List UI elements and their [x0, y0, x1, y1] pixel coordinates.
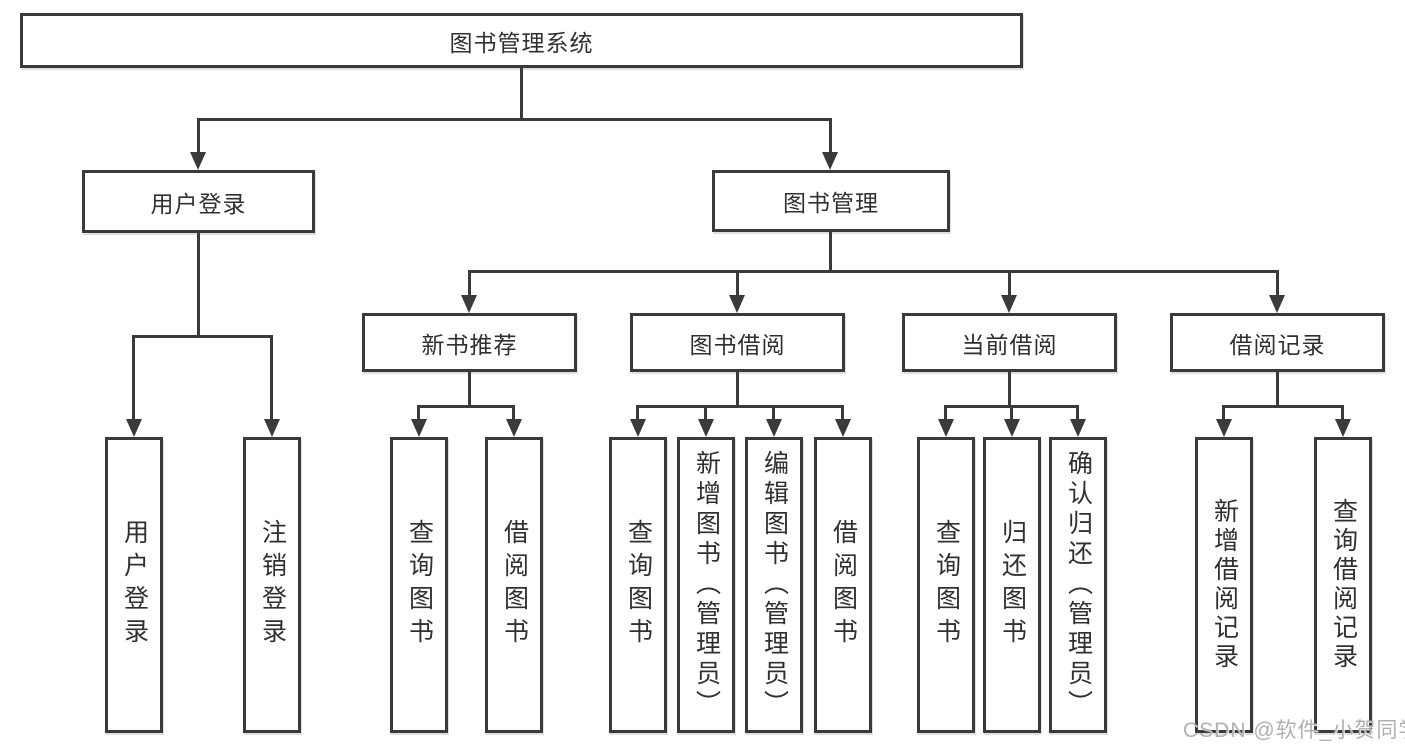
- connector-drop-new-book-recommend: [468, 270, 471, 298]
- leaf-current-confirm-return: 确认归还（管理员）: [1049, 437, 1107, 733]
- connector-drop-borrow-add: [704, 405, 707, 422]
- connector-record-bar: [1222, 405, 1344, 408]
- leaf-rec-borrow-book-label: 借阅图书: [500, 519, 529, 651]
- connector-record-stem: [1276, 372, 1279, 408]
- arrow-borrow-query-icon: [630, 419, 646, 437]
- node-current-borrow: 当前借阅: [902, 313, 1117, 372]
- connector-current-stem: [1008, 372, 1011, 408]
- leaf-user-login: 用户登录: [105, 437, 163, 733]
- arrow-current-query-icon: [938, 419, 954, 437]
- leaf-current-query-book: 查询图书: [917, 437, 975, 733]
- leaf-borrow-borrow-book: 借阅图书: [814, 437, 872, 733]
- connector-rec-stem: [468, 372, 471, 408]
- connector-mgmt-stem: [829, 232, 832, 273]
- arrow-leaf-logout-icon: [264, 419, 280, 437]
- leaf-user-login-label: 用户登录: [120, 519, 149, 651]
- leaf-borrow-add-book-label: 新增图书（管理员）: [692, 450, 721, 720]
- leaf-record-query-record: 查询借阅记录: [1314, 437, 1372, 733]
- connector-drop-borrow-borrow: [841, 405, 844, 422]
- connector-root-bar: [197, 118, 832, 121]
- leaf-borrow-query-book-label: 查询图书: [624, 519, 653, 651]
- connector-root-stem: [520, 68, 523, 121]
- leaf-borrow-add-book: 新增图书（管理员）: [677, 437, 735, 733]
- arrow-borrow-add-icon: [698, 419, 714, 437]
- arrow-borrow-edit-icon: [766, 419, 782, 437]
- arrow-current-borrow-icon: [1001, 295, 1017, 313]
- node-user-login-label: 用户登录: [150, 190, 247, 217]
- leaf-rec-borrow-book: 借阅图书: [485, 437, 543, 733]
- arrow-record-add-icon: [1216, 419, 1232, 437]
- connector-drop-record-add: [1222, 405, 1225, 422]
- node-borrow-record-label: 借阅记录: [1229, 331, 1326, 358]
- leaf-record-add-record-label: 新增借阅记录: [1210, 498, 1239, 672]
- connector-login-bar: [132, 335, 273, 338]
- leaf-rec-query-book-label: 查询图书: [405, 519, 434, 651]
- connector-borrow-stem: [736, 372, 739, 408]
- node-book-management: 图书管理: [712, 170, 950, 232]
- leaf-borrow-edit-book-label: 编辑图书（管理员）: [760, 450, 789, 720]
- connector-borrow-bar: [636, 405, 844, 408]
- leaf-record-add-record: 新增借阅记录: [1195, 437, 1253, 733]
- connector-drop-borrow-edit: [772, 405, 775, 422]
- node-user-login: 用户登录: [82, 170, 315, 233]
- leaf-rec-query-book: 查询图书: [390, 437, 448, 733]
- arrow-rec-borrow-icon: [506, 419, 522, 437]
- leaf-borrow-edit-book: 编辑图书（管理员）: [745, 437, 803, 733]
- node-book-management-label: 图书管理: [783, 190, 879, 216]
- arrow-book-management-icon: [822, 152, 838, 170]
- arrow-book-borrow-icon: [729, 295, 745, 313]
- arrow-current-return-icon: [1004, 419, 1020, 437]
- leaf-current-confirm-return-label: 确认归还（管理员）: [1064, 450, 1093, 720]
- connector-drop-current-query: [944, 405, 947, 422]
- arrow-borrow-borrow-icon: [835, 419, 851, 437]
- connector-drop-rec-borrow: [512, 405, 515, 422]
- node-book-borrow-label: 图书借阅: [689, 331, 786, 358]
- connector-drop-book-borrow: [736, 270, 739, 298]
- arrow-borrow-record-icon: [1269, 295, 1285, 313]
- node-borrow-record: 借阅记录: [1170, 313, 1385, 372]
- connector-drop-book-management: [829, 118, 832, 156]
- node-root: 图书管理系统: [20, 13, 1023, 68]
- node-new-book-recommend: 新书推荐: [362, 313, 577, 372]
- leaf-borrow-query-book: 查询图书: [609, 437, 667, 733]
- leaf-current-return-book: 归还图书: [983, 437, 1041, 733]
- arrow-user-login-icon: [190, 152, 206, 170]
- connector-drop-current-borrow: [1008, 270, 1011, 298]
- connector-drop-borrow-query: [636, 405, 639, 422]
- connector-drop-current-confirm: [1076, 405, 1079, 422]
- csdn-watermark: CSDN @软件_小贺同学: [1183, 719, 1405, 742]
- leaf-current-return-book-label: 归还图书: [998, 519, 1027, 651]
- node-root-label: 图书管理系统: [449, 29, 594, 56]
- node-current-borrow-label: 当前借阅: [961, 331, 1058, 358]
- leaf-record-query-record-label: 查询借阅记录: [1329, 498, 1358, 672]
- connector-drop-current-return: [1010, 405, 1013, 422]
- arrow-current-confirm-icon: [1070, 419, 1086, 437]
- connector-drop-leaf-logout: [270, 335, 273, 422]
- leaf-logout: 注销登录: [243, 437, 301, 733]
- arrow-leaf-user-login-icon: [126, 419, 142, 437]
- node-book-borrow: 图书借阅: [630, 313, 845, 372]
- connector-drop-user-login: [197, 118, 200, 156]
- leaf-borrow-borrow-book-label: 借阅图书: [829, 519, 858, 651]
- connector-login-stem: [197, 233, 200, 338]
- arrow-new-book-recommend-icon: [461, 295, 477, 313]
- leaf-logout-label: 注销登录: [258, 519, 287, 651]
- connector-rec-bar: [417, 405, 515, 408]
- leaf-current-query-book-label: 查询图书: [932, 519, 961, 651]
- node-new-book-recommend-label: 新书推荐: [421, 331, 518, 358]
- arrow-record-query-icon: [1335, 419, 1351, 437]
- connector-drop-record-query: [1341, 405, 1344, 422]
- connector-drop-leaf-user-login: [132, 335, 135, 422]
- connector-mgmt-bar: [468, 270, 1279, 273]
- arrow-rec-query-icon: [411, 419, 427, 437]
- connector-drop-rec-query: [417, 405, 420, 422]
- connector-drop-borrow-record: [1276, 270, 1279, 298]
